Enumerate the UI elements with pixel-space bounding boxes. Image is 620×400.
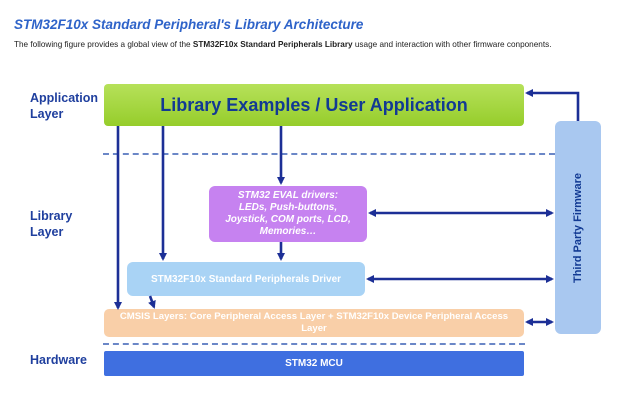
library-layer-label: Library Layer [30,208,72,240]
standard-peripherals-driver-box: STM32F10x Standard Peripherals Driver [127,262,365,296]
hardware-layer-label: Hardware [30,353,87,367]
app-box-label: Library Examples / User Application [160,94,468,115]
application-layer-label: Application Layer [30,90,98,122]
stm32-mcu-box: STM32 MCU [104,351,524,376]
library-layer-label-line2: Layer [30,225,64,239]
third-party-firmware-box: Third Party Firmware [555,121,601,334]
application-layer-label-line2: Layer [30,107,64,121]
cmsis-layers-box: CMSIS Layers: Core Peripheral Access Lay… [104,309,524,337]
subtitle-library-name: STM32F10x Standard Peripherals Library [192,40,353,49]
library-hardware-separator [103,343,525,345]
eval-box-line3: Joystick, COM ports, LCD, [225,214,351,225]
eval-box-line4: Memories… [259,226,317,237]
arrow-spl-to-cmsis [148,295,156,309]
subtitle-text-end: usage and interaction with other firmwar… [352,40,552,49]
diagram-subtitle: The following figure provides a global v… [14,40,551,49]
eval-box-text: STM32 EVAL drivers: LEDs, Push-buttons, … [225,190,351,238]
library-layer-label-line1: Library [30,209,73,223]
eval-box-line1: STM32 EVAL drivers: [237,190,339,201]
stm32-eval-drivers-box: STM32 EVAL drivers: LEDs, Push-buttons, … [209,186,367,242]
eval-box-line2: LEDs, Push-buttons, [238,202,338,213]
arrow-third-party-to-app [525,89,580,121]
diagram-title: STM32F10x Standard Peripheral's Library … [14,17,364,32]
library-examples-user-application-box: Library Examples / User Application [104,84,524,126]
application-library-separator [103,153,555,155]
spl-box-label: STM32F10x Standard Peripherals Driver [150,273,342,285]
cmsis-box-label: CMSIS Layers: Core Peripheral Access Lay… [119,311,509,334]
application-layer-label-line1: Application [30,91,99,105]
mcu-box-label: STM32 MCU [285,358,343,369]
subtitle-text-start: The following figure provides a global v… [14,40,193,49]
